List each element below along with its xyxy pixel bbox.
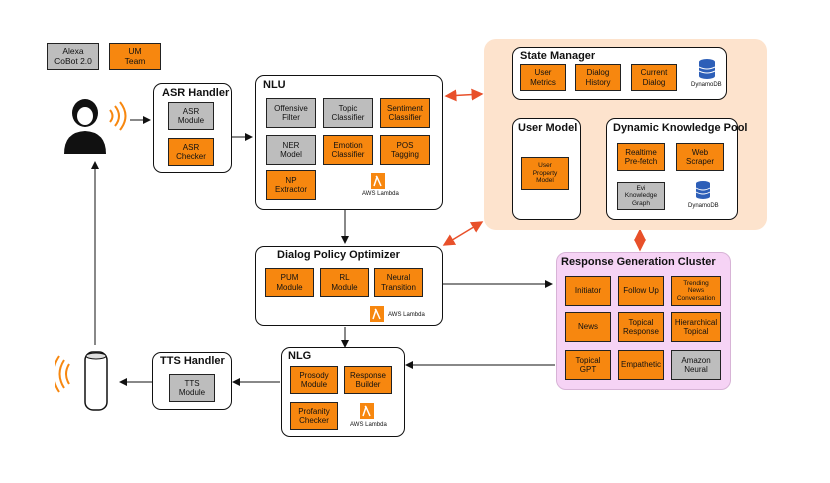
hierarchical-topical: Hierarchical Topical: [671, 312, 721, 342]
nlg-title: NLG: [288, 350, 312, 362]
tts-handler-title: TTS Handler: [160, 355, 225, 367]
arrow-nlu-state: [444, 88, 484, 102]
state-db-label: DynamoDB: [691, 82, 722, 88]
arrow-dpo-state: [442, 221, 484, 246]
evi-knowledge-graph: Evi Knowledge Graph: [617, 182, 665, 210]
topic-classifier: Topic Classifier: [323, 98, 373, 128]
legend-alexa: Alexa CoBot 2.0: [47, 43, 99, 70]
web-scraper: Web Scraper: [676, 143, 724, 171]
speaker-icon: [52, 350, 115, 412]
legend-uim: UM Team: [109, 43, 161, 70]
user-icon: [60, 96, 130, 156]
dpo-lambda-icon: [370, 306, 384, 322]
neural-transition: Neural Transition: [374, 268, 423, 297]
nlg-lambda-label: AWS Lambda: [350, 422, 387, 428]
aws-lambda-icon: [371, 173, 385, 189]
user-metrics: User Metrics: [520, 64, 566, 91]
dkp-db-label: DynamoDB: [688, 203, 719, 209]
initiator: Initiator: [565, 276, 611, 306]
topical-gpt: Topical GPT: [565, 350, 611, 380]
state-manager-title: State Manager: [520, 50, 596, 62]
nlg-lambda-icon: [360, 403, 374, 419]
rgc-title: Response Generation Cluster: [561, 256, 716, 268]
user-property-model: User Property Model: [521, 157, 569, 190]
np-extractor: NP Extractor: [266, 170, 316, 200]
dkp-title: Dynamic Knowledge Pool: [613, 122, 748, 134]
rl-module: RL Module: [320, 268, 369, 297]
dkp-dynamodb-icon: [695, 180, 711, 200]
nlu-title: NLU: [263, 79, 286, 91]
profanity-checker: Profanity Checker: [290, 402, 338, 430]
news: News: [565, 312, 611, 342]
asr-checker: ASR Checker: [168, 138, 214, 166]
dpo-title: Dialog Policy Optimizer: [277, 249, 400, 261]
user-model-title: User Model: [518, 122, 578, 134]
dynamodb-icon: [698, 58, 716, 80]
response-builder: Response Builder: [344, 366, 392, 394]
realtime-prefetch: Realtime Pre-fetch: [617, 143, 665, 171]
topical-response: Topical Response: [618, 312, 664, 342]
ner-model: NER Model: [266, 135, 316, 165]
sentiment-classifier: Sentiment Classifier: [380, 98, 430, 128]
asr-module: ASR Module: [168, 102, 214, 130]
prosody-module: Prosody Module: [290, 366, 338, 394]
follow-up: Follow Up: [618, 276, 664, 306]
amazon-neural: Amazon Neural: [671, 350, 721, 380]
pos-tagging: POS Tagging: [380, 135, 430, 165]
trending-news: Trending News Conversation: [671, 276, 721, 306]
emotion-classifier: Emotion Classifier: [323, 135, 373, 165]
empathetic: Empathetic: [618, 350, 664, 380]
current-dialog: Current Dialog: [631, 64, 677, 91]
dpo-lambda-label: AWS Lambda: [388, 312, 425, 318]
nlu-lambda-label: AWS Lambda: [362, 191, 399, 197]
dialog-history: Dialog History: [575, 64, 621, 91]
pum-module: PUM Module: [265, 268, 314, 297]
asr-handler-title: ASR Handler: [162, 87, 230, 99]
offensive-filter: Offensive Filter: [266, 98, 316, 128]
tts-module: TTS Module: [169, 374, 215, 402]
